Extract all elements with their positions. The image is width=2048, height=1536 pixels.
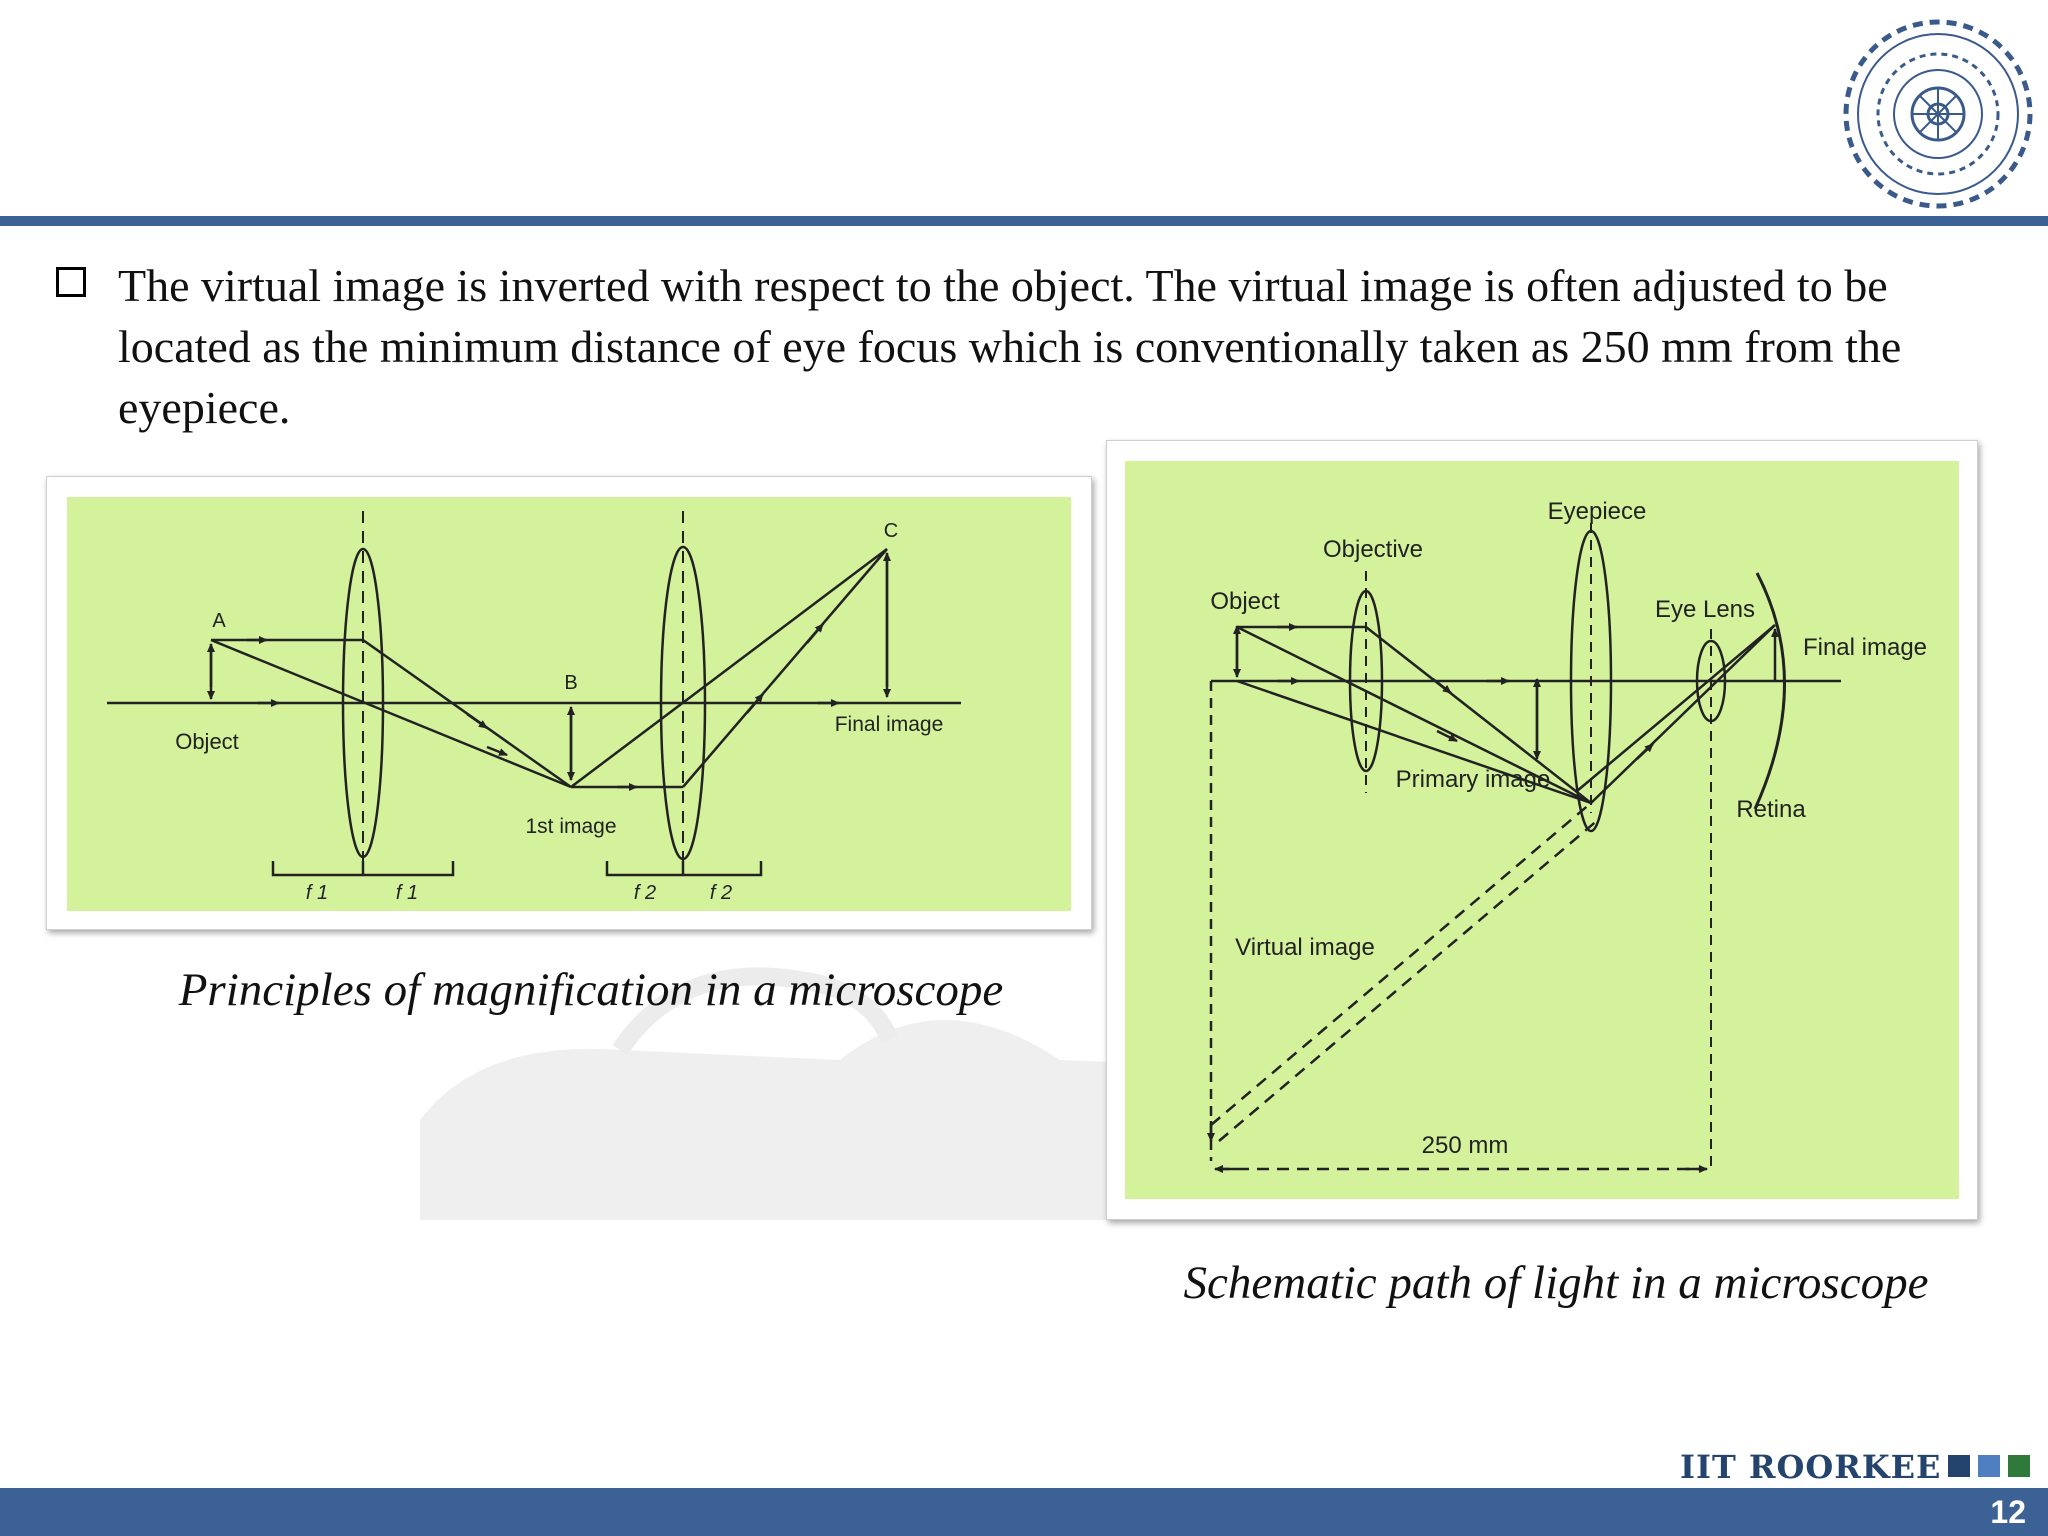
- ray-to-final-image: [682, 548, 888, 788]
- label-final-image: Final image: [1803, 634, 1927, 661]
- virtual-ray-2: [1218, 818, 1600, 1142]
- diagram-background: [1125, 461, 1959, 1199]
- ray-through-center: [210, 638, 572, 789]
- retina-curve: [1753, 572, 1786, 810]
- magnification-diagram: A B C Object 1st image Final image f 1 f…: [46, 476, 1092, 930]
- label-object: Object: [1210, 588, 1280, 615]
- caption-magnification: Principles of magnification in a microsc…: [178, 964, 1004, 1016]
- caption-light-path: Schematic path of light in a microscope: [1183, 1257, 1929, 1309]
- bullet-paragraph: The virtual image is inverted with respe…: [56, 255, 1986, 438]
- label-f1-right: f 1: [396, 882, 418, 904]
- ray-through-center: [1236, 625, 1592, 805]
- label-eyepiece: Eyepiece: [1548, 498, 1647, 525]
- bullet-text: The virtual image is inverted with respe…: [118, 260, 1902, 433]
- ray-to-final-image: [1590, 624, 1776, 804]
- checkbox-bullet-icon: [56, 267, 86, 297]
- label-first-image: 1st image: [525, 815, 616, 838]
- label-c: C: [884, 520, 898, 542]
- virtual-ray-1: [1210, 802, 1592, 1126]
- label-retina: Retina: [1736, 796, 1806, 823]
- ray-refracted: [362, 638, 572, 789]
- page-number: 12: [1990, 1494, 2026, 1530]
- label-objective: Objective: [1323, 536, 1423, 563]
- label-primary-image: Primary image: [1396, 766, 1551, 793]
- label-a: A: [212, 610, 226, 632]
- footer-bar: [0, 1488, 2048, 1536]
- label-virtual-image: Virtual image: [1235, 934, 1375, 961]
- label-f2-right: f 2: [710, 882, 732, 904]
- label-object: Object: [175, 729, 239, 754]
- label-distance: 250 mm: [1422, 1132, 1509, 1159]
- brand-wordmark: IIT ROORKEE: [1680, 1448, 1942, 1486]
- label-eye-lens: Eye Lens: [1655, 596, 1755, 623]
- ray-refracted: [1365, 626, 1592, 804]
- label-f2-left: f 2: [634, 882, 656, 904]
- label-f1-left: f 1: [306, 882, 328, 904]
- light-path-diagram: Eyepiece Objective Object Eye Lens Final…: [1106, 440, 1978, 1220]
- header-rule: [0, 216, 2048, 226]
- institute-seal-icon: [1843, 19, 2033, 209]
- label-b: B: [564, 672, 577, 694]
- label-final-image: Final image: [835, 713, 944, 736]
- ray-from-axis: [1236, 679, 1592, 805]
- ray-through-eyepiece-center: [570, 548, 888, 788]
